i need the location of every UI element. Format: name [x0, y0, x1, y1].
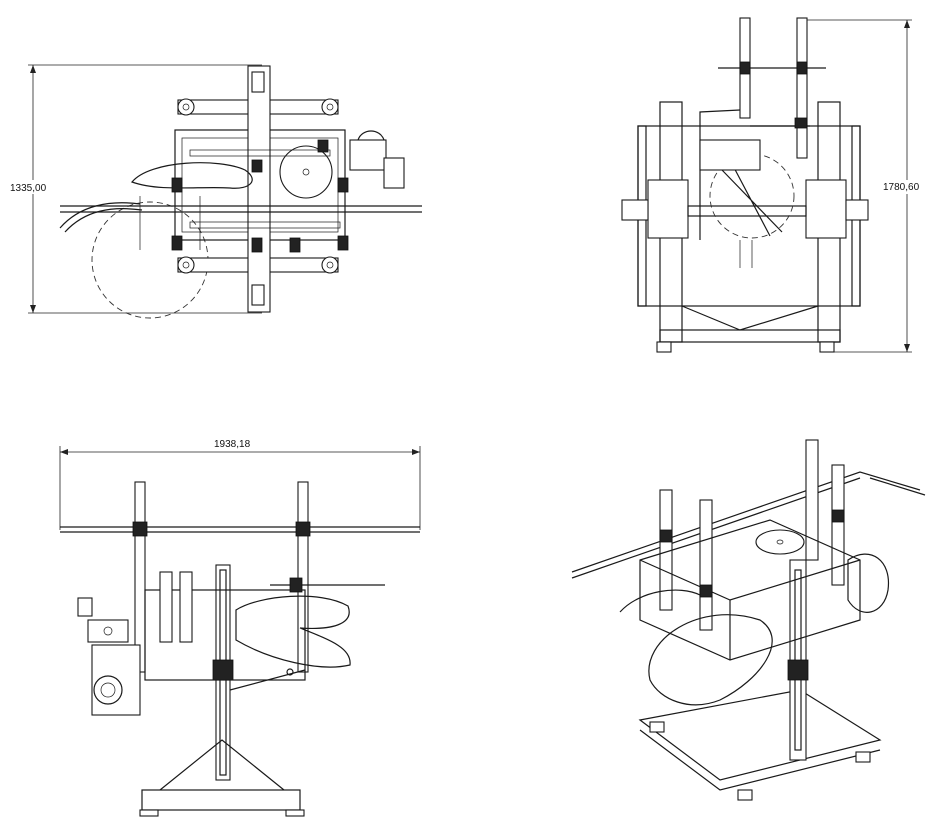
top-view: 1335,00 — [8, 64, 422, 319]
side-view: 1780,60 — [621, 17, 932, 353]
dimension-label-side-view: 1780,60 — [883, 182, 920, 193]
dimension-label-top-view: 1335,00 — [10, 183, 47, 194]
front-view: 1938,18 — [59, 437, 421, 817]
dimension-label-front-view: 1938,18 — [214, 439, 251, 450]
isometric-view — [571, 439, 926, 801]
